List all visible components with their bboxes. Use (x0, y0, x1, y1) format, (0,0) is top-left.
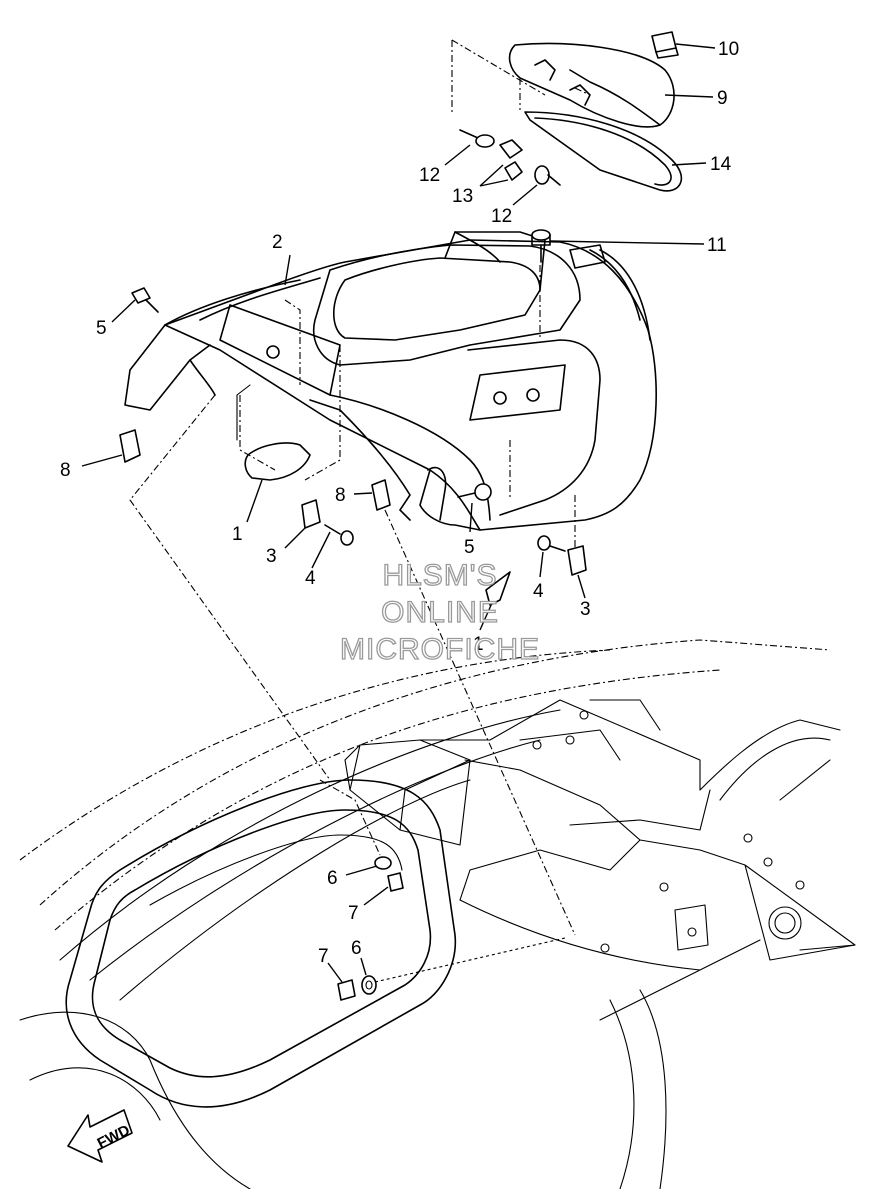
arrow-left-icon: FWD (67, 1109, 133, 1163)
bracket-part-8-left (119, 429, 141, 463)
callout-6-upper: 6 (327, 868, 338, 889)
callout-11: 11 (707, 235, 727, 256)
callout-7-lower: 7 (318, 946, 329, 967)
bolt-part-4-left (324, 524, 354, 546)
screw-part-11 (531, 229, 551, 263)
callout-6-lower: 6 (351, 938, 362, 959)
bolt-part-4-right (537, 535, 566, 552)
callout-5-center: 5 (464, 537, 475, 558)
callout-1-center: 1 (473, 634, 484, 655)
bracket-part-3-right (567, 545, 587, 576)
callout-2: 2 (272, 232, 283, 253)
bolt-part-5-left (131, 287, 159, 313)
callout-8-left: 8 (60, 460, 71, 481)
pad-part-1-left (236, 384, 311, 481)
callout-12-upper: 12 (419, 165, 440, 186)
pad-part-1-center (485, 571, 511, 606)
lid-assembly-lines (451, 39, 591, 112)
bolt-part-12-lower (534, 165, 561, 186)
watermark-line-3: MICROFICHE (340, 633, 540, 666)
callout-4-left: 4 (305, 568, 316, 589)
callout-12-lower: 12 (491, 206, 512, 227)
callout-13: 13 (452, 186, 473, 207)
storage-cover-body (124, 231, 657, 550)
deck-hull-outline (19, 639, 856, 1189)
bracket-part-8-center (371, 479, 391, 511)
assembly-line-center (384, 509, 576, 936)
watermark-line-2: ONLINE (381, 596, 499, 629)
callout-5-left: 5 (96, 318, 107, 339)
bolt-part-12-upper (459, 129, 495, 148)
cap-part-10 (651, 31, 679, 59)
callout-4-right: 4 (533, 581, 544, 602)
callout-3-right: 3 (580, 599, 591, 620)
assembly-line-washer (374, 937, 566, 983)
washer-part-6-upper (374, 856, 392, 870)
washer-part-6-lower (361, 975, 377, 995)
callout-10: 10 (718, 39, 739, 60)
assembly-line-left (129, 394, 331, 781)
bracket-part-3-left (301, 499, 321, 529)
callout-1-left: 1 (232, 524, 243, 545)
assembly-line-deck (319, 779, 381, 856)
callout-9: 9 (717, 88, 728, 109)
lid-part-9 (508, 42, 675, 128)
callout-14: 14 (710, 154, 732, 175)
bolt-part-5-center (457, 483, 492, 501)
leader-lines (81, 43, 716, 983)
nut-part-7-upper (387, 872, 404, 892)
callout-3-left: 3 (266, 546, 277, 567)
nut-part-7-lower (337, 979, 356, 1001)
callout-7-upper: 7 (348, 903, 359, 924)
watermark-line-1: HLSM'S (382, 559, 497, 592)
clip-part-13 (499, 139, 523, 181)
callout-8-center: 8 (335, 485, 346, 506)
gasket-part-14 (524, 111, 683, 192)
